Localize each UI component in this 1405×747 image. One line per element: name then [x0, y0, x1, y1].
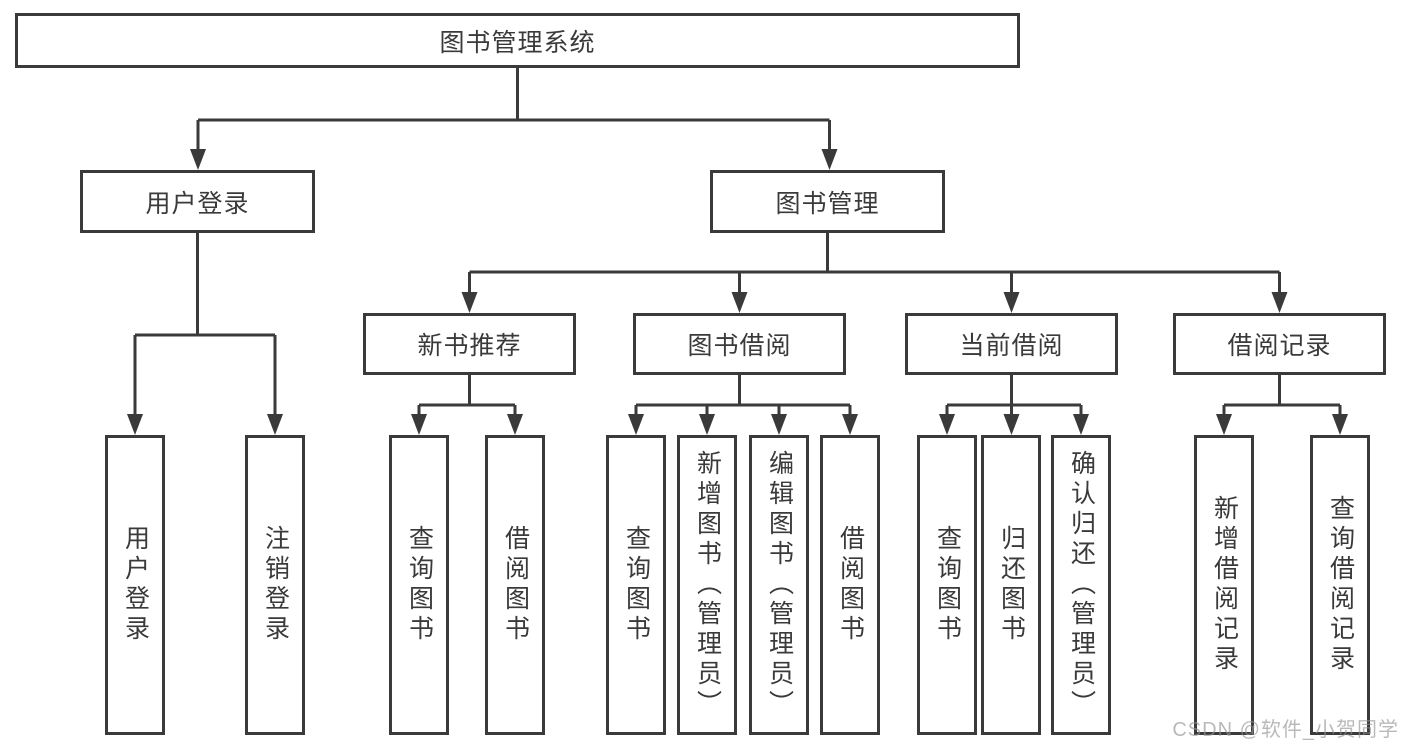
leaf-label: 新增借阅记录: [1210, 495, 1239, 675]
leaf-query-books-recommend: 查询图书: [389, 435, 449, 735]
node-current-borrowing: 当前借阅: [905, 313, 1118, 375]
leaf-add-book-admin: 新增图书（管理员）: [677, 435, 737, 735]
leaf-label: 用户登录: [121, 525, 150, 645]
leaf-label: 查询图书: [933, 525, 962, 645]
leaf-label: 查询图书: [622, 525, 651, 645]
leaf-confirm-return-admin: 确认归还（管理员）: [1051, 435, 1111, 735]
leaf-borrow-books: 借阅图书: [820, 435, 880, 735]
leaf-return-books: 归还图书: [981, 435, 1041, 735]
csdn-watermark: CSDN @软件_小贺同学: [1172, 719, 1399, 741]
leaf-label: 查询借阅记录: [1326, 495, 1355, 675]
leaf-query-books-current: 查询图书: [917, 435, 977, 735]
leaf-add-borrow-record: 新增借阅记录: [1194, 435, 1254, 735]
leaf-label: 新增图书（管理员）: [693, 450, 722, 720]
leaf-edit-book-admin: 编辑图书（管理员）: [749, 435, 809, 735]
leaf-label: 确认归还（管理员）: [1067, 450, 1096, 720]
leaf-borrow-books-recommend: 借阅图书: [485, 435, 545, 735]
node-book-management: 图书管理: [710, 170, 945, 233]
node-library-management-system: 图书管理系统: [15, 13, 1020, 68]
leaf-user-login: 用户登录: [105, 435, 165, 735]
leaf-label: 注销登录: [261, 525, 290, 645]
node-borrowing-records: 借阅记录: [1173, 313, 1386, 375]
leaf-label: 归还图书: [997, 525, 1026, 645]
node-new-book-recommendation: 新书推荐: [363, 313, 576, 375]
node-book-borrowing: 图书借阅: [633, 313, 846, 375]
node-user-login: 用户登录: [80, 170, 315, 233]
connector-arrowheads: [127, 149, 1348, 435]
leaf-label: 借阅图书: [501, 525, 530, 645]
leaf-label: 编辑图书（管理员）: [765, 450, 794, 720]
leaf-query-books-borrow: 查询图书: [606, 435, 666, 735]
leaf-label: 查询图书: [405, 525, 434, 645]
leaf-query-borrow-record: 查询借阅记录: [1310, 435, 1370, 735]
leaf-logout: 注销登录: [245, 435, 305, 735]
leaf-label: 借阅图书: [836, 525, 865, 645]
